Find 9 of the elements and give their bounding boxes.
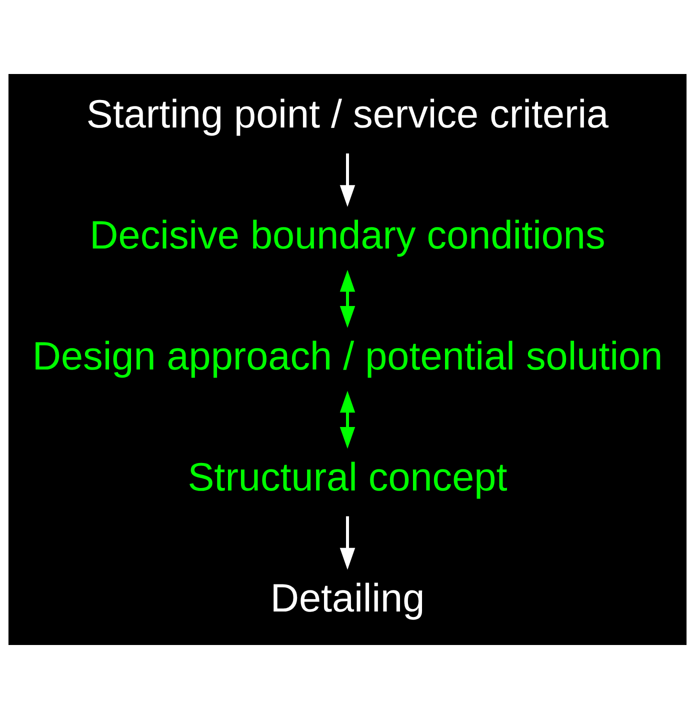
node-text: Structural concept xyxy=(188,455,508,500)
node-text: Decisive boundary conditions xyxy=(90,213,606,258)
arrow xyxy=(340,270,356,328)
arrow xyxy=(340,516,356,570)
arrow xyxy=(340,390,356,449)
arrow xyxy=(340,153,356,207)
node-text: Detailing xyxy=(270,576,425,620)
node-text: Design approach / potential solution xyxy=(32,334,663,378)
node-text: Starting point / service criteria xyxy=(86,92,609,137)
